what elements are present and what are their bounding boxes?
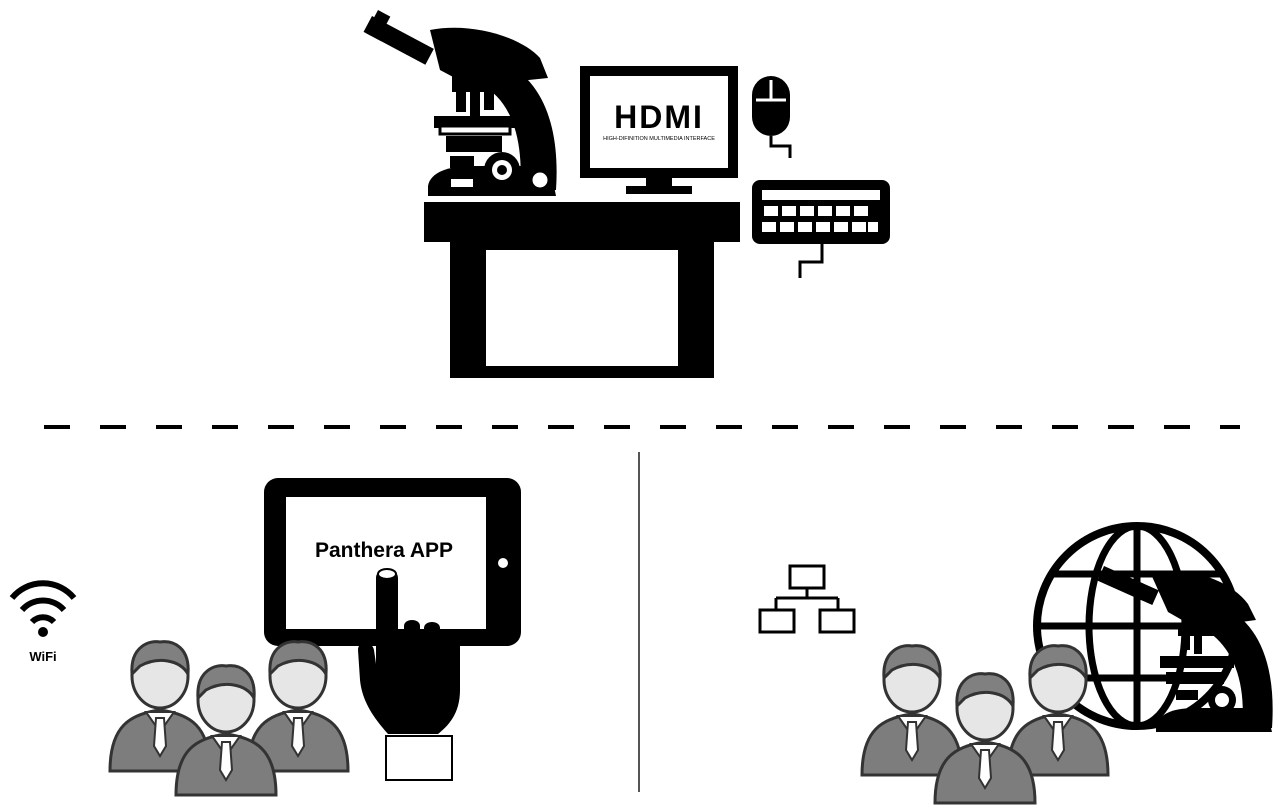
monitor-icon: HDMI HIGH-DIFINITION MULTIMEDIA INTERFAC… (580, 66, 738, 194)
mouse-icon (752, 76, 792, 158)
hdmi-logo: HDMI (614, 99, 704, 135)
desk-icon (424, 202, 740, 378)
people-group-right (860, 644, 1110, 805)
tablet-icon (264, 478, 521, 646)
wifi-icon (9, 580, 77, 637)
wifi-label: WiFi (29, 649, 56, 664)
microscope-icon-right (1097, 565, 1273, 732)
hdmi-caption: HIGH-DIFINITION MULTIMEDIA INTERFACE (603, 136, 715, 142)
hand-pointer-icon (358, 568, 460, 781)
people-group-left (108, 640, 350, 797)
tablet-app-label: Panthera APP (315, 539, 453, 562)
keyboard-icon (752, 180, 890, 278)
network-icon (758, 564, 856, 634)
microscope-icon (363, 10, 557, 196)
